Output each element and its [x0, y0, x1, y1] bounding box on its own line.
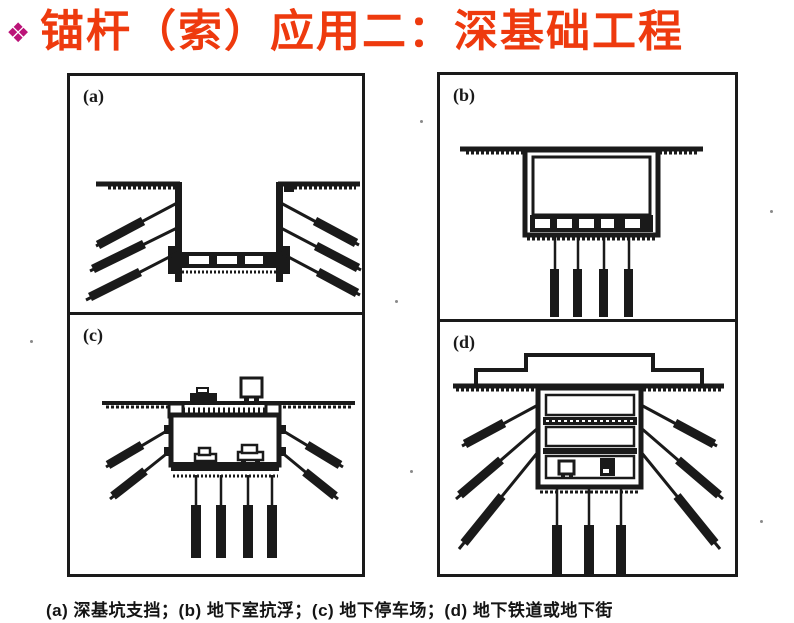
diagram-basement-anti-floating: [460, 146, 703, 317]
panel-b-basement-anti-floating: (b): [440, 75, 735, 322]
panel-c-label: (c): [83, 325, 103, 345]
scan-speck: [30, 340, 33, 343]
slide-header: ❖ 锚杆（索）应用二：深基础工程: [0, 4, 794, 60]
slide-title: 锚杆（索）应用二：深基础工程: [40, 7, 684, 56]
panel-d-label: (d): [453, 332, 475, 352]
panel-a-deep-excavation-support: (a): [70, 76, 362, 315]
scan-speck: [395, 300, 398, 303]
scan-speck: [770, 210, 773, 213]
figure-column-right: (b): [437, 72, 738, 577]
panel-a-label: (a): [83, 86, 104, 106]
scan-speck: [760, 520, 763, 523]
panel-d-underground-railway: (d): [440, 322, 735, 574]
scan-speck: [420, 120, 423, 123]
diamond-bullet-icon: ❖: [6, 18, 31, 49]
diagram-deep-excavation-support: [85, 181, 362, 302]
diagram-underground-parking: [102, 376, 355, 558]
panel-c-underground-parking: (c): [70, 315, 362, 574]
figure-caption: (a) 深基坑支挡；(b) 地下室抗浮；(c) 地下停车场；(d) 地下铁道或地…: [46, 601, 613, 620]
diagram-underground-railway: [453, 353, 724, 574]
scan-speck: [410, 470, 413, 473]
figure-column-left: (a): [67, 73, 365, 577]
panel-b-label: (b): [453, 85, 475, 105]
